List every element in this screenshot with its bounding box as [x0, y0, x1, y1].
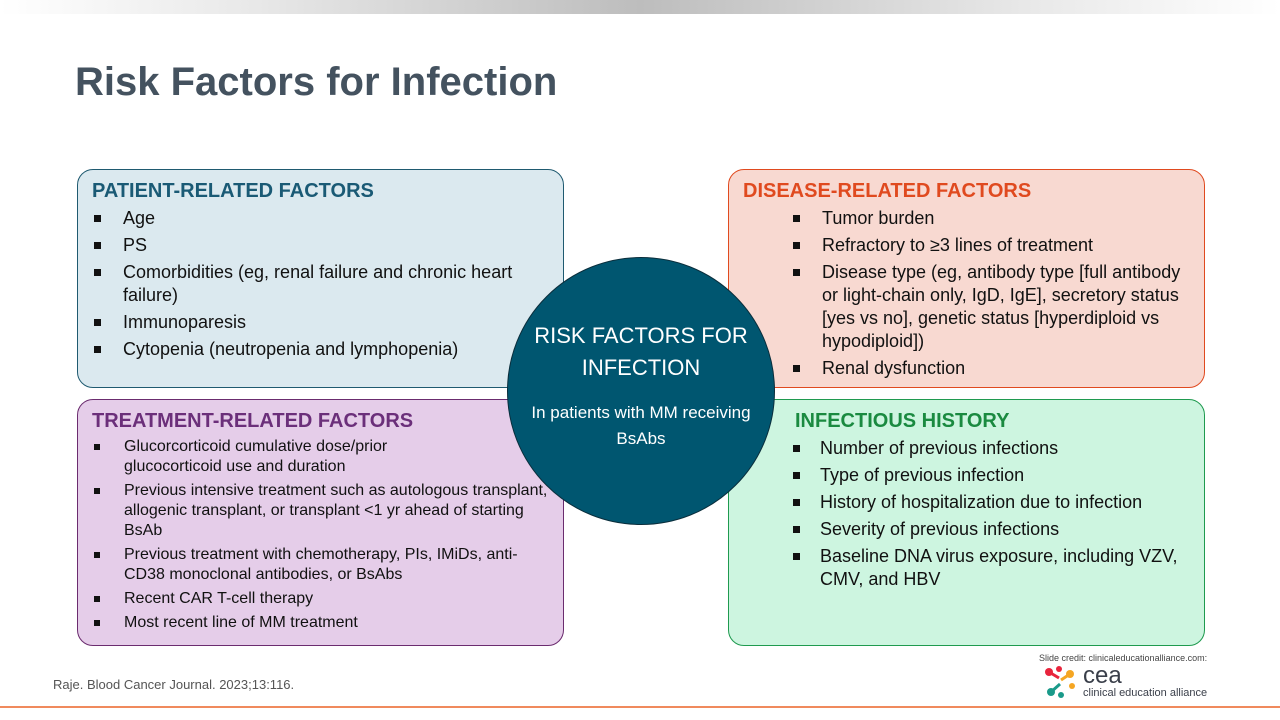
- list-item: Age: [92, 207, 549, 230]
- logo-short: cea: [1083, 662, 1122, 689]
- treatment-factors-list: Glucorcorticoid cumulative dose/prior gl…: [92, 437, 549, 633]
- slide-credit: Slide credit: clinicaleducationalliance.…: [1039, 653, 1208, 663]
- list-item: Comorbidities (eg, renal failure and chr…: [92, 261, 549, 307]
- disease-factors-heading: DISEASE-RELATED FACTORS: [743, 180, 1032, 202]
- bottom-accent-line: [0, 706, 1280, 708]
- list-item: Previous treatment with chemotherapy, PI…: [92, 545, 549, 585]
- list-item: Cytopenia (neutropenia and lymphopenia): [92, 338, 549, 361]
- treatment-factors-heading: TREATMENT-RELATED FACTORS: [92, 410, 414, 432]
- list-item: Tumor burden: [791, 207, 1190, 230]
- list-item: PS: [92, 234, 549, 257]
- list-item: Disease type (eg, antibody type [full an…: [791, 261, 1190, 353]
- treatment-factors-box: TREATMENT-RELATED FACTORS Glucorcorticoi…: [77, 399, 564, 646]
- infectious-history-box: INFECTIOUS HISTORY Number of previous in…: [728, 399, 1205, 646]
- slide-title: Risk Factors for Infection: [75, 60, 558, 104]
- logo-full: clinical education alliance: [1083, 687, 1208, 699]
- center-circle: RISK FACTORS FOR INFECTION In patients w…: [507, 257, 775, 525]
- cea-logo: cea clinical education alliance: [1043, 664, 1207, 700]
- reference-citation: Raje. Blood Cancer Journal. 2023;13:116.: [53, 677, 295, 692]
- center-title: RISK FACTORS FOR INFECTION: [534, 323, 748, 380]
- list-item: Severity of previous infections: [791, 518, 1190, 541]
- center-subtitle: In patients with MM receiving BsAbs: [531, 403, 751, 448]
- list-item: Type of previous infection: [791, 464, 1190, 487]
- list-item: History of hospitalization due to infect…: [791, 491, 1190, 514]
- list-item: Number of previous infections: [791, 437, 1190, 460]
- list-item: Previous intensive treatment such as aut…: [92, 481, 549, 541]
- top-gradient-bar: [0, 0, 1280, 14]
- infectious-history-heading: INFECTIOUS HISTORY: [795, 410, 1010, 432]
- list-item: Baseline DNA virus exposure, including V…: [791, 545, 1190, 591]
- list-item: Renal dysfunction: [791, 357, 1190, 380]
- list-item: Immunoparesis: [92, 311, 549, 334]
- list-item: Glucorcorticoid cumulative dose/prior gl…: [92, 437, 487, 477]
- list-item: Recent CAR T-cell therapy: [92, 589, 549, 609]
- cea-logo-icon: [1045, 666, 1075, 698]
- patient-factors-heading: PATIENT-RELATED FACTORS: [92, 180, 374, 202]
- list-item: Most recent line of MM treatment: [92, 613, 549, 633]
- list-item: Refractory to ≥3 lines of treatment: [791, 234, 1190, 257]
